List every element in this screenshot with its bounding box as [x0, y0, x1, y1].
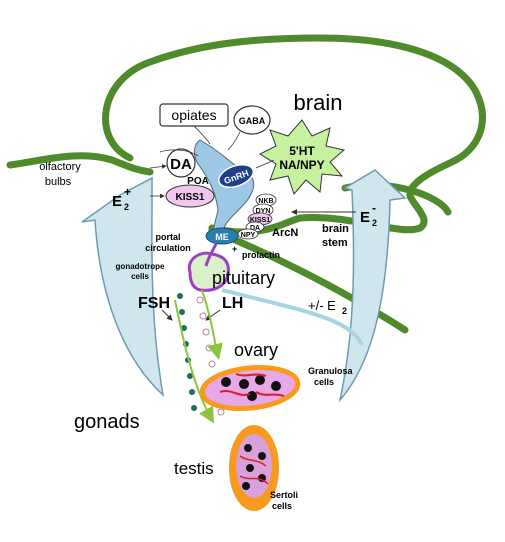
arcn-label: ArcN — [272, 227, 298, 239]
pm-e2-label: +/- E — [308, 298, 336, 313]
olfactory-tract — [6, 152, 154, 176]
nkb-label: NKB — [258, 198, 273, 205]
ovary-follicles — [221, 375, 281, 401]
gaba-neuron — [233, 105, 271, 135]
stem-label: stem — [322, 237, 348, 249]
e2-positive-feedback-arrow — [81, 176, 165, 398]
ovary — [199, 364, 301, 412]
fsh-stream-arrow — [174, 299, 214, 424]
lh-arrow — [205, 309, 221, 321]
pituitary-label: pituitary — [212, 268, 275, 288]
portal-label: portal — [155, 232, 180, 242]
starburst-to-gnrh — [255, 159, 275, 169]
serotonin-label: 5'HT — [289, 144, 315, 158]
sertoli-cells-label: cells — [272, 501, 292, 511]
testis-inner — [236, 434, 272, 498]
lh-label: LH — [222, 295, 243, 312]
da-small-label: DA — [250, 225, 260, 232]
gaba-to-gnrh — [227, 131, 241, 151]
da-label: DA — [170, 156, 192, 173]
pituitary-gland — [187, 251, 230, 292]
testis-vessels — [239, 455, 269, 485]
fsh-arrow — [161, 309, 173, 321]
gonadotrope-cells-label: cells — [131, 272, 149, 281]
olfactory-label: olfactory — [39, 161, 81, 173]
kiss1-small-label: KISS1 — [250, 217, 270, 224]
gnrh-soma — [217, 164, 255, 188]
olf-to-da — [149, 164, 167, 169]
kiss1-label: KISS1 — [176, 192, 205, 203]
dyn-label: DYN — [256, 208, 271, 215]
e2-positive-label: E — [112, 193, 122, 210]
granulosa-cells-label: cells — [314, 377, 334, 387]
testis-tubules — [242, 444, 266, 490]
e2-feedback-curve — [221, 288, 364, 346]
opiates-label: opiates — [171, 107, 216, 123]
da-neuron — [166, 148, 196, 178]
brain-stem-label: brain — [322, 223, 349, 235]
opiates-to-gnrh — [193, 125, 211, 145]
ovary-vessels — [219, 373, 285, 397]
brain-label: brain — [294, 90, 343, 115]
bulbs-label: bulbs — [45, 176, 72, 188]
median-eminence — [205, 227, 239, 245]
ovary-label: ovary — [234, 340, 278, 360]
e2-negative-label: E — [360, 209, 370, 226]
e2-negative-sup: - — [372, 201, 376, 215]
e2-negative-feedback-arrow — [338, 169, 407, 403]
pituitary-stalk — [204, 243, 218, 267]
e2-positive-sub: 2 — [124, 202, 129, 212]
na-npy-label: NA/NPY — [279, 158, 324, 172]
poa-label: POA — [187, 176, 209, 187]
fsh-label: FSH — [138, 295, 170, 312]
da-to-gnrh — [159, 149, 199, 157]
gonadotrope-label: gonadotrope — [116, 262, 165, 271]
pm-e2-sub: 2 — [342, 306, 347, 316]
npy-small-label: NPY — [241, 232, 256, 239]
e2-negative-sub: 2 — [372, 218, 377, 228]
testis-label: testis — [174, 459, 214, 478]
e2-positive-sup: + — [124, 185, 131, 199]
gonads-label: gonads — [74, 411, 140, 433]
prolactin-label: prolactin — [242, 250, 280, 260]
me-label: ME — [215, 232, 229, 242]
granulosa-label: Granulosa — [308, 366, 354, 376]
circulation-label: circulation — [145, 243, 191, 253]
serotonin-starburst — [258, 119, 346, 195]
plus-sign: + — [232, 244, 237, 254]
gaba-label: GABA — [239, 116, 266, 126]
sertoli-label: Sertoli — [270, 490, 298, 500]
kiss1-neuron — [165, 184, 215, 208]
lh-stream-arrow — [201, 289, 223, 360]
